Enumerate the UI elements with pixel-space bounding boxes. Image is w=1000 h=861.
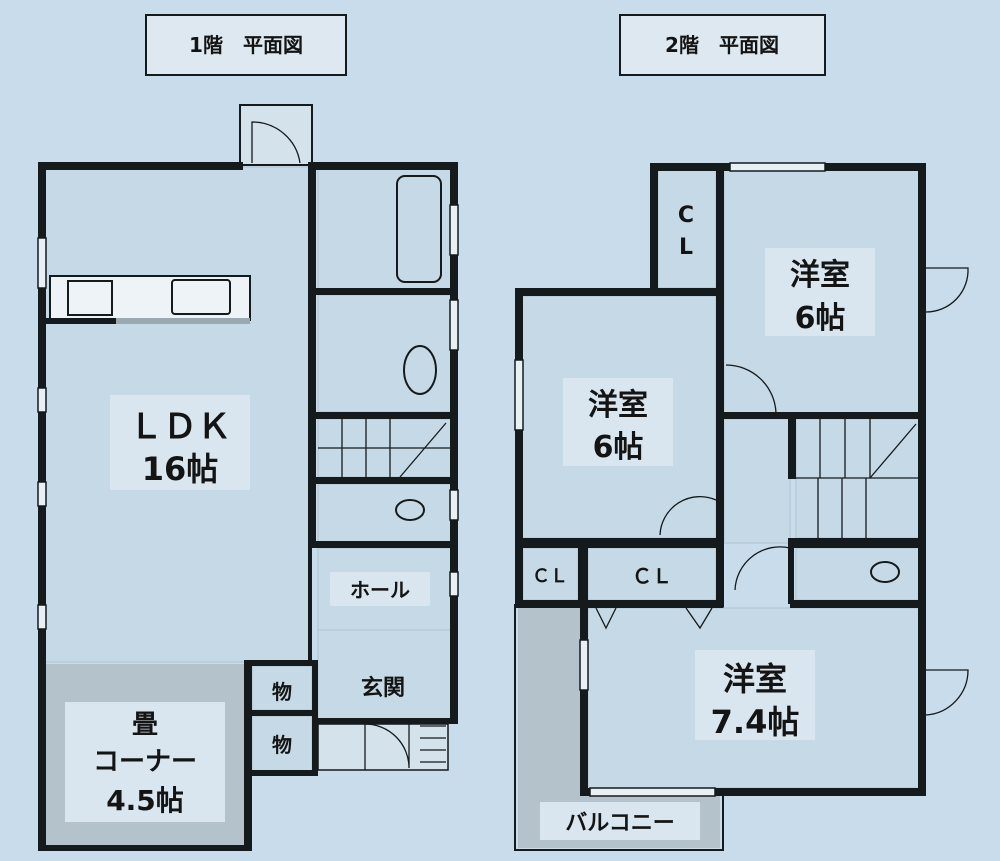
stove-icon: [67, 280, 113, 316]
toilet-icon-2f: [870, 561, 900, 583]
stairs-1f: [318, 419, 451, 478]
storage-label-2: 物: [272, 733, 292, 757]
closet-top-label-c: C: [678, 203, 694, 228]
closet-mid-label: ＣＬ: [632, 564, 672, 588]
tatami-size: 4.5帖: [106, 784, 184, 817]
entrance-porch: [317, 723, 449, 771]
stairs-2f: [796, 419, 919, 538]
ldk-size: 16帖: [142, 450, 219, 488]
closet-small-label: ＣＬ: [532, 566, 568, 587]
balcony-label: バルコニー: [565, 811, 675, 836]
toilet-icon: [395, 499, 425, 521]
closet-top-label-l: L: [679, 235, 693, 260]
floor1-title: 1階 平面図: [189, 33, 303, 57]
washbasin-icon: [403, 345, 437, 395]
room-ne-label: 洋室: [790, 258, 850, 293]
kitchen-counter: [49, 275, 251, 321]
room-ne-size: 6帖: [795, 301, 846, 336]
tatami-sub-label: コーナー: [93, 747, 197, 777]
ldk-label: ＬＤＫ: [129, 407, 231, 447]
room-w-label: 洋室: [588, 388, 648, 423]
tatami-label: 畳: [132, 710, 158, 740]
sink-icon: [171, 279, 231, 315]
floor2-title: 2階 平面図: [665, 33, 779, 57]
hall-label: ホール: [350, 578, 410, 602]
floor2-plan: C L 洋室 6帖 洋室 6帖 ＣＬ ＣＬ 洋室 7.4帖 バルコニー: [514, 162, 969, 851]
floor1-plan: ＬＤＫ 16帖 畳 コーナー 4.5帖 物 物 ホール 玄関: [37, 104, 459, 851]
floor2-title-box: 2階 平面図: [619, 14, 826, 76]
room-s-size: 7.4帖: [711, 703, 800, 741]
room-s-label: 洋室: [723, 660, 787, 698]
bathtub-icon: [396, 175, 442, 283]
floor1-title-box: 1階 平面図: [145, 14, 347, 76]
room-w-size: 6帖: [593, 430, 644, 465]
storage-label-1: 物: [272, 680, 292, 704]
entrance-label: 玄関: [361, 675, 405, 701]
